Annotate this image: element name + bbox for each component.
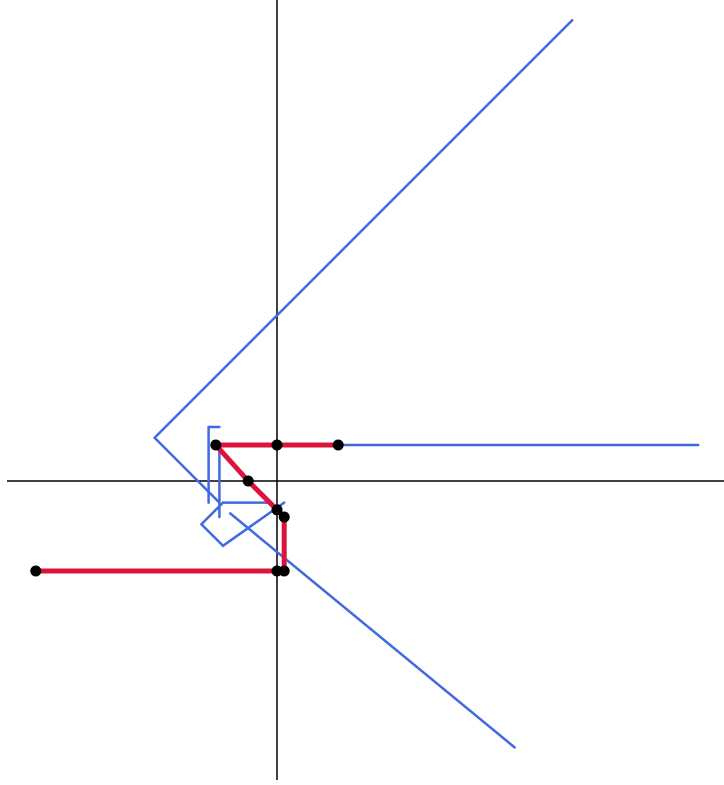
path-point-6 <box>278 511 290 523</box>
path-point-5 <box>271 504 283 516</box>
path-point-2 <box>271 439 283 451</box>
highlighted-path <box>33 442 341 574</box>
path-point-9 <box>30 565 42 577</box>
red-path-line <box>33 442 341 574</box>
boundary-segment-7 <box>200 522 225 548</box>
boundary-segment-3 <box>228 512 516 749</box>
boundary-segment-1 <box>153 18 574 440</box>
boundary-lines <box>153 18 700 749</box>
path-point-1 <box>332 439 344 451</box>
path-point-8 <box>271 565 283 577</box>
path-point-3 <box>210 439 222 451</box>
path-point-4 <box>242 475 254 487</box>
boundary-segment-8 <box>200 501 225 526</box>
path-points <box>30 439 344 577</box>
